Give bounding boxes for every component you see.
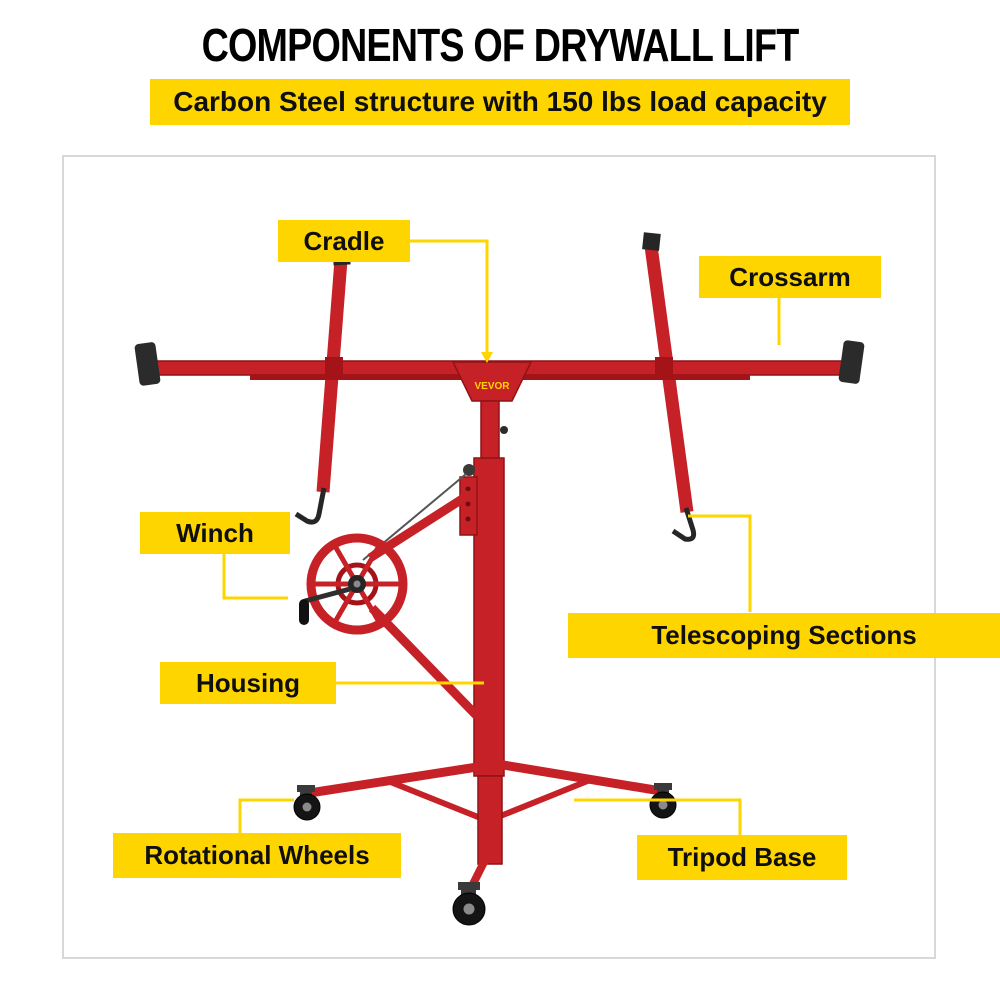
cradle-arrowhead <box>481 352 493 363</box>
page-title: COMPONENTS OF DRYWALL LIFT <box>201 19 800 71</box>
mast-part: VEVOR <box>451 361 533 777</box>
tripod-leader-line <box>574 798 742 835</box>
front-caster-wheel <box>452 882 486 926</box>
label-cradle: Cradle <box>278 220 410 262</box>
leader-lines <box>222 239 781 835</box>
winch-leader-line <box>222 554 288 600</box>
label-winch: Winch <box>140 512 290 554</box>
label-tripod-base: Tripod Base <box>637 835 847 880</box>
cradle-leader-line <box>410 239 489 354</box>
tripod-base-part <box>302 758 662 892</box>
label-telescoping-sections: Telescoping Sections <box>568 613 1000 658</box>
telescoping-leader-line <box>688 514 752 612</box>
drywall-lift: VEVOR <box>134 232 865 926</box>
label-crossarm: Crossarm <box>699 256 881 298</box>
left-caster-wheel <box>293 785 321 821</box>
label-rotational-wheels: Rotational Wheels <box>113 833 401 878</box>
winch-part <box>299 473 481 720</box>
label-housing: Housing <box>160 662 336 704</box>
brand-mark: VEVOR <box>474 381 510 392</box>
subtitle-banner: Carbon Steel structure with 150 lbs load… <box>150 79 850 125</box>
wheels-leader-line <box>238 798 294 833</box>
